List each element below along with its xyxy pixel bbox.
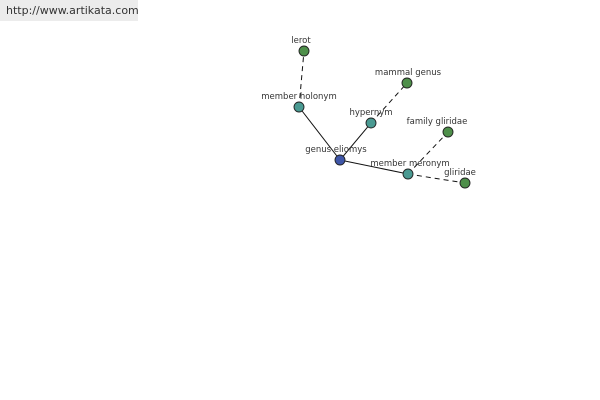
mammal-genus-label[interactable]: mammal genus xyxy=(375,68,442,78)
gliridae-node[interactable] xyxy=(459,177,471,189)
member-meronym-label[interactable]: member meronym xyxy=(370,159,449,169)
edge-center-hypernym xyxy=(339,122,372,161)
edge-center-member-holonym xyxy=(298,106,341,161)
edges-group xyxy=(298,50,466,184)
member-meronym-node[interactable] xyxy=(402,168,414,180)
mammal-genus-node[interactable] xyxy=(401,77,413,89)
lerot-label[interactable]: lerot xyxy=(291,36,311,46)
site-url-text[interactable]: http://www.artikata.com xyxy=(6,4,139,17)
gliridae-label[interactable]: gliridae xyxy=(444,168,476,178)
site-url-banner[interactable]: http://www.artikata.com xyxy=(0,0,139,21)
center-label[interactable]: genus eliomys xyxy=(305,145,367,155)
nodes-group xyxy=(293,45,471,189)
edge-member-holonym-lerot xyxy=(298,50,305,108)
family-gliridae-label[interactable]: family gliridae xyxy=(407,117,468,127)
member-holonym-label[interactable]: member holonym xyxy=(261,92,336,102)
edge-member-meronym-gliridae xyxy=(407,173,466,184)
lerot-node[interactable] xyxy=(298,45,310,57)
center-node[interactable] xyxy=(334,154,346,166)
hypernym-node[interactable] xyxy=(365,117,377,129)
family-gliridae-node[interactable] xyxy=(442,126,454,138)
edge-center-member-meronym xyxy=(339,159,409,175)
labels-group: genus eliomys member holonym lerot hypernym… xyxy=(261,36,476,178)
member-holonym-node[interactable] xyxy=(293,101,305,113)
hypernym-label[interactable]: hypernym xyxy=(349,108,392,118)
edge-member-meronym-family-gliridae xyxy=(407,131,449,175)
